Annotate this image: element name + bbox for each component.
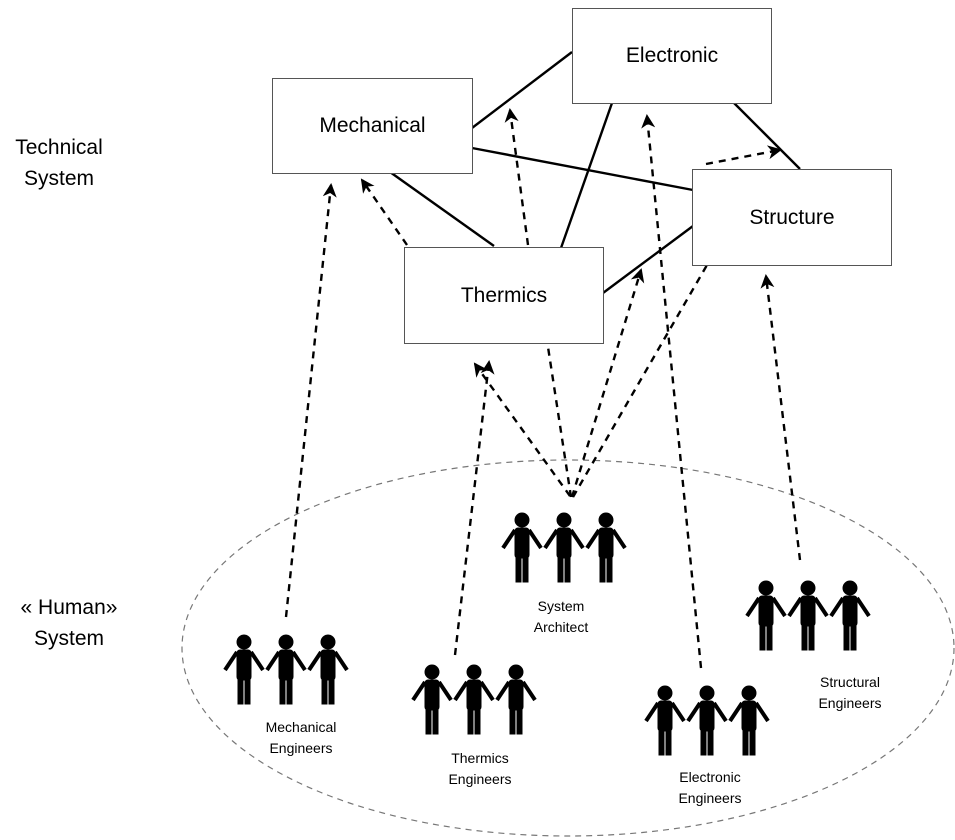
arrow-therm-eng-to-thermics <box>453 360 495 656</box>
structural-engineers-people-icon <box>745 580 871 651</box>
electronic-box: Electronic <box>572 8 772 104</box>
system-architect-label-line1: System <box>537 598 585 614</box>
human-system-boundary <box>181 459 955 837</box>
thermics-engineers-label: Thermics Engineers <box>410 748 550 790</box>
link-electronic-thermics <box>559 102 614 249</box>
arrow-elec-eng-to-electronic <box>641 114 703 669</box>
arrow-mech-eng-to-mechanical <box>284 183 337 618</box>
system-architect-people-icon <box>501 512 627 583</box>
thermics-engineers-label-line2: Engineers <box>448 771 512 787</box>
mechanical-engineers-label-line1: Mechanical <box>265 719 337 735</box>
mechanical-box: Mechanical <box>272 78 473 174</box>
thermics-box: Thermics <box>404 247 604 344</box>
technical-system-label-line1: Technical <box>15 136 103 159</box>
arrow-thermics-to-electronic <box>504 108 530 246</box>
electronic-engineers-label: Electronic Engineers <box>640 767 780 809</box>
link-thermics-structure <box>602 225 694 294</box>
link-mechanical-structure <box>471 146 694 192</box>
arrow-struct-eng-to-structure <box>760 274 802 561</box>
system-architect-label-line2: Architect <box>533 619 589 635</box>
arrow-mechanical-to-structure <box>705 145 782 166</box>
structure-box-label: Structure <box>749 205 835 229</box>
technical-system-label-line2: System <box>23 167 94 190</box>
link-electronic-structure <box>733 102 801 170</box>
link-mechanical-electronic <box>471 51 573 129</box>
thermics-engineers-people-icon <box>411 664 537 735</box>
human-system-label-line1: « Human» <box>20 596 118 619</box>
mechanical-engineers-label: Mechanical Engineers <box>231 717 371 759</box>
thermics-engineers-label-line1: Thermics <box>451 750 509 766</box>
mechanical-engineers-people-icon <box>223 634 349 705</box>
electronic-engineers-label-line1: Electronic <box>679 769 741 785</box>
architect-line-structure <box>571 264 709 498</box>
electronic-engineers-people-icon <box>644 685 770 756</box>
electronic-engineers-label-line2: Engineers <box>678 790 742 806</box>
human-system-label: « Human» System <box>14 592 124 654</box>
structural-engineers-label-line2: Engineers <box>818 695 882 711</box>
structural-engineers-label-line1: Structural <box>820 674 880 690</box>
technical-system-label: Technical System <box>4 132 114 194</box>
electronic-box-label: Electronic <box>625 44 719 67</box>
structure-box: Structure <box>692 169 892 266</box>
link-mechanical-thermics <box>389 171 495 247</box>
thermics-box-label: Thermics <box>460 283 548 307</box>
architect-line-thermics-a <box>546 346 573 498</box>
human-system-label-line2: System <box>33 627 104 650</box>
arrow-architect-to-thermics <box>473 362 571 497</box>
mechanical-engineers-label-line2: Engineers <box>269 740 333 756</box>
people-icons <box>223 512 871 756</box>
arrow-architect-to-structure <box>570 268 645 498</box>
mechanical-box-label: Mechanical <box>319 114 426 137</box>
system-architect-label: System Architect <box>491 596 631 638</box>
structural-engineers-label: Structural Engineers <box>780 672 920 714</box>
arrow-thermics-to-mechanical <box>360 178 408 246</box>
